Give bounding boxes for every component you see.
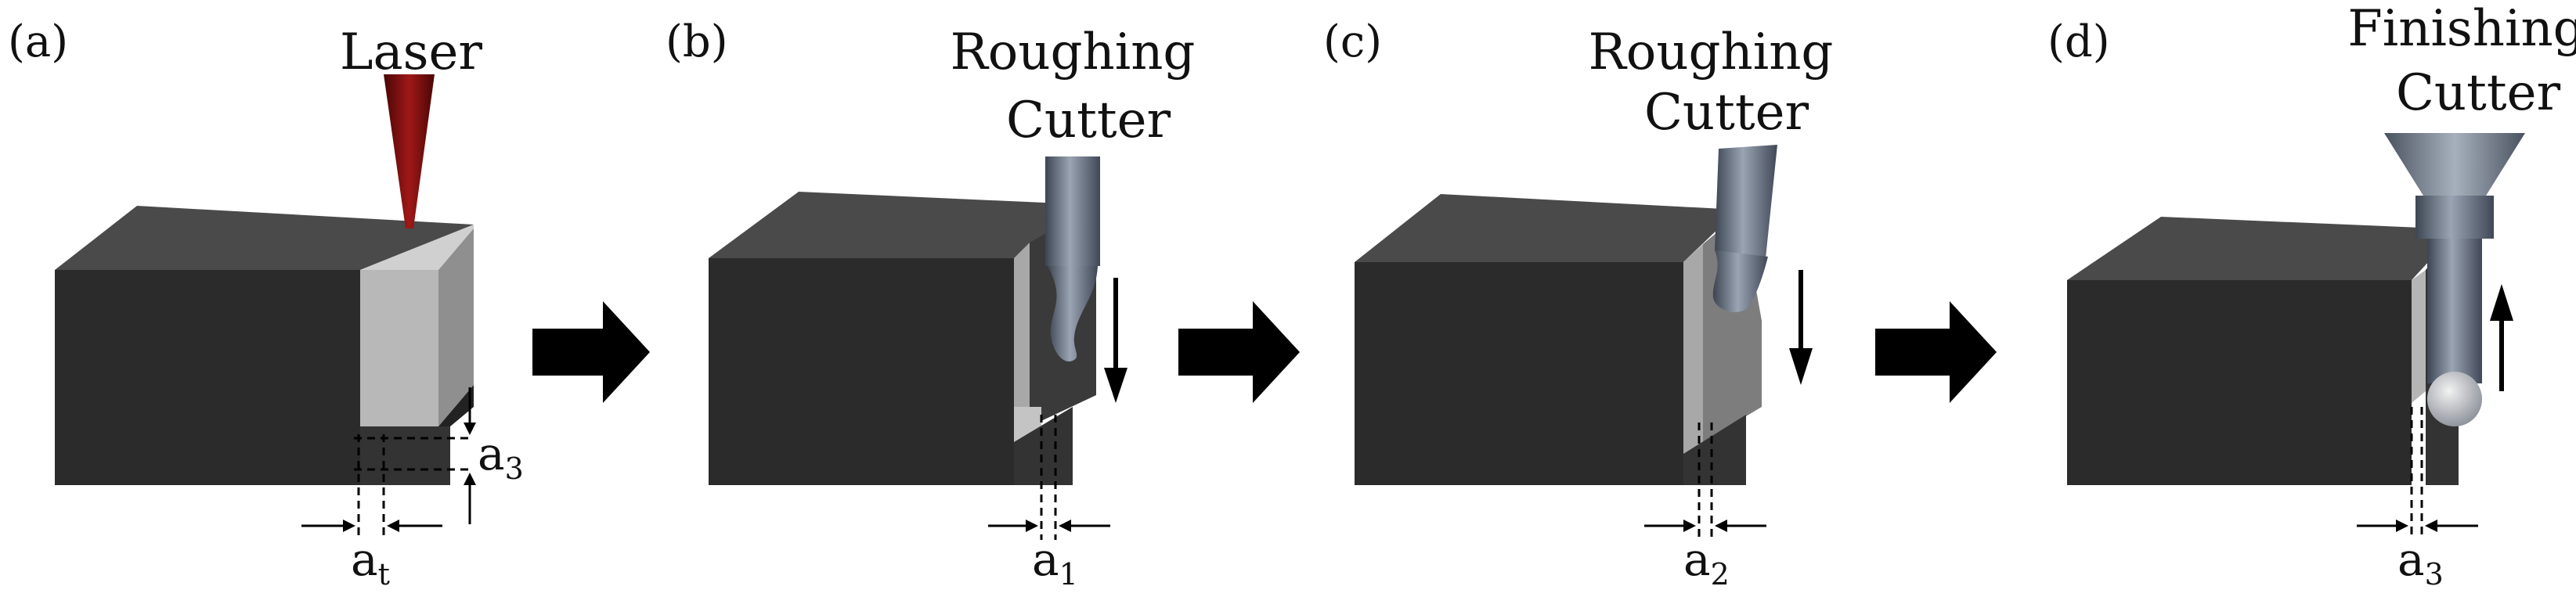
dimension-at-label: at: [351, 533, 390, 592]
heated-layer-front: [1014, 243, 1030, 442]
panel-a-label: (a): [8, 16, 68, 67]
dimension-at: [301, 434, 442, 540]
tool-label-c-line1: Roughing: [1589, 23, 1834, 81]
roughing-cutter-c: [1712, 145, 1777, 313]
block-lower-side: [360, 426, 450, 485]
feed-arrow-d: [2490, 284, 2513, 391]
heated-layer-front: [360, 270, 438, 426]
feed-arrow-b: [1104, 278, 1127, 403]
feed-arrow-c: [1789, 270, 1813, 385]
roughing-cutter-b: [1045, 156, 1100, 361]
panel-b-label: (b): [666, 16, 728, 67]
panel-a: (a) Laser a3 at: [8, 16, 524, 592]
block-front-face: [709, 258, 1014, 485]
dimension-a1-label: a1: [1032, 533, 1078, 592]
panel-d-label: (d): [2047, 16, 2110, 67]
dimension-a1: [988, 415, 1110, 540]
finished-strip: [2412, 270, 2426, 403]
laser-beam: [384, 74, 435, 228]
workpiece-block-d: [2067, 217, 2459, 485]
block-top-face: [1355, 194, 1738, 262]
dimension-a3-side: [354, 387, 476, 524]
cutter-holder-cone: [2384, 133, 2525, 196]
block-front-face: [2067, 280, 2412, 485]
finishing-cutter-d: [2384, 133, 2525, 426]
tool-label-d-line2: Cutter: [2396, 64, 2561, 122]
workpiece-block-a: [55, 206, 474, 485]
tool-label-c-line2: Cutter: [1644, 84, 1809, 142]
laser-label: Laser: [340, 23, 482, 81]
panel-d: (d) Finishing Cutter a3: [2047, 0, 2576, 592]
block-front-face: [1355, 262, 1683, 485]
heated-layer-front: [1683, 244, 1703, 454]
process-arrow-3: [1875, 301, 1997, 403]
cutter-flute: [1048, 266, 1098, 361]
cutter-shank: [1715, 145, 1777, 258]
block-lower-side: [1014, 407, 1073, 485]
block-top-face: [55, 206, 474, 270]
dimension-a3-label: a3: [478, 427, 524, 486]
panel-c-label: (c): [1323, 16, 1382, 67]
dimension-a3-label-d: a3: [2397, 533, 2444, 592]
block-top-face: [709, 192, 1096, 258]
process-arrow-1: [532, 301, 650, 403]
heated-layer-side: [438, 228, 474, 426]
panel-b: (b) Roughing Cutter a1: [666, 16, 1195, 592]
cutter-shank: [1045, 156, 1100, 266]
process-arrow-2: [1178, 301, 1300, 403]
dimension-a2-label: a2: [1683, 533, 1730, 592]
cutter-collar: [2415, 196, 2494, 239]
tool-label-d-line1: Finishing: [2347, 0, 2576, 58]
step-shadow: [438, 385, 474, 426]
cutter-ball-end: [2427, 372, 2482, 426]
workpiece-block-b: [709, 192, 1096, 485]
block-top-face: [2067, 217, 2459, 280]
tool-label-b-line1: Roughing: [951, 23, 1196, 81]
dimension-a2: [1644, 423, 1766, 540]
cutter-shank: [2427, 239, 2482, 383]
heated-layer-top: [360, 225, 474, 270]
tool-label-b-line2: Cutter: [1006, 92, 1171, 149]
workpiece-block-c: [1355, 194, 1762, 485]
dimension-a3: [2357, 407, 2478, 540]
block-front-face: [55, 270, 360, 485]
panel-c: (c) Roughing Cutter a2: [1323, 16, 1833, 592]
cutter-flute: [1712, 250, 1768, 313]
